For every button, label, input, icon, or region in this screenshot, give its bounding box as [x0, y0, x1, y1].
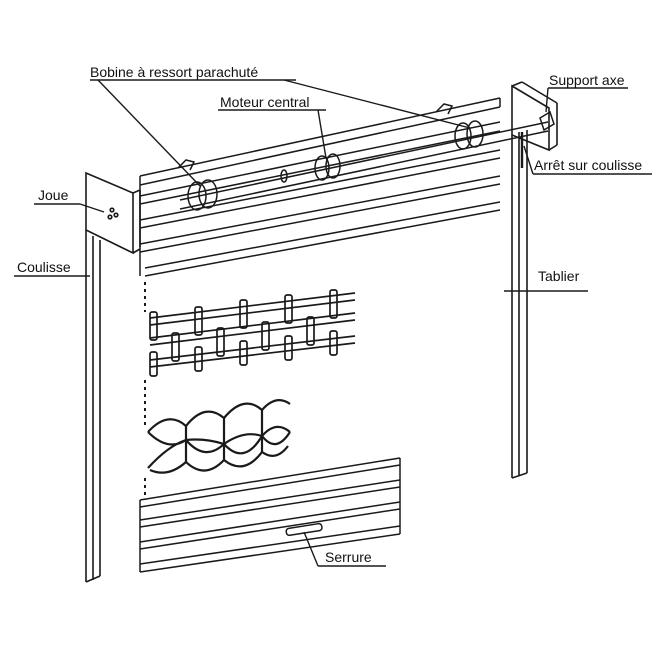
- label-arret: Arrêt sur coulisse: [534, 157, 643, 173]
- leader-lines: [14, 79, 652, 567]
- label-tablier: Tablier: [538, 268, 580, 284]
- rect-grille: [149, 289, 356, 377]
- label-joue: Joue: [38, 187, 69, 203]
- left-side-plate: [85, 171, 141, 255]
- label-support: Support axe: [549, 72, 625, 88]
- label-moteur: Moteur central: [220, 94, 310, 110]
- right-guide-rail: [511, 130, 528, 479]
- label-serrure: Serrure: [325, 549, 372, 565]
- diamond-grille: [147, 399, 291, 474]
- bottom-slats: [139, 457, 401, 573]
- label-coulisse: Coulisse: [17, 259, 71, 275]
- axle-assembly: [179, 110, 555, 211]
- left-guide-rail: [85, 230, 101, 583]
- top-housing: [139, 97, 501, 277]
- label-bobine: Bobine à ressort parachuté: [90, 64, 259, 80]
